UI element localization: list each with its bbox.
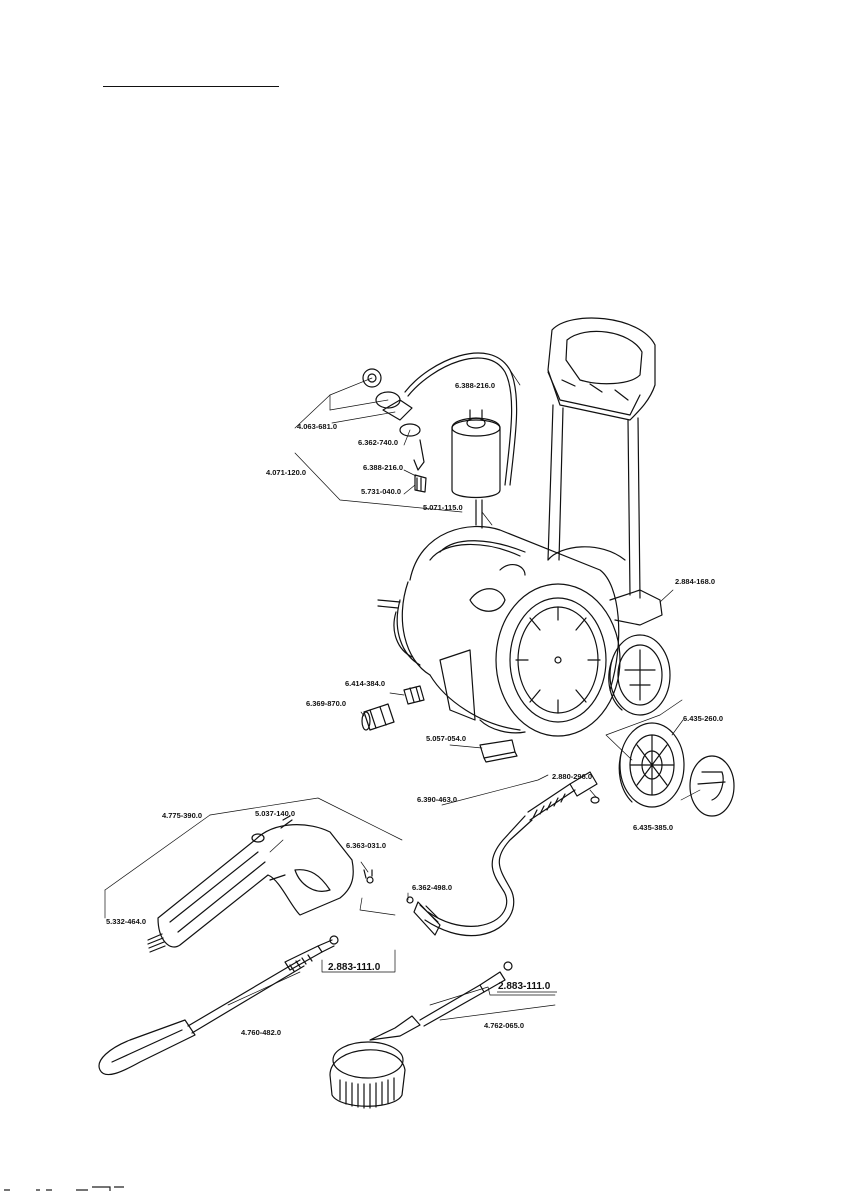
label-hose-small: 6.388-216.0 [363, 463, 403, 472]
label-gun-ring: 6.363-031.0 [346, 841, 386, 850]
label-spring: 5.332-464.0 [106, 917, 146, 926]
wheel-cap [690, 756, 734, 816]
label-o-ring-gun: 6.362-498.0 [412, 883, 452, 892]
label-hose-assembly: 6.390-463.0 [417, 795, 457, 804]
gun-ring [364, 870, 373, 883]
label-valve-assembly: 4.063-681.0 [297, 422, 337, 431]
label-gun: 4.775-390.0 [162, 811, 202, 820]
label-side-connector: 2.884-168.0 [675, 577, 715, 586]
gun-spring [148, 934, 165, 952]
label-seal-lance: 2.883-111.0 [328, 962, 381, 973]
block-part [480, 740, 517, 762]
footer-marks [0, 1184, 160, 1191]
label-seal-brush: 2.883-111.0 [498, 981, 551, 992]
wheel-mounted [609, 635, 670, 715]
label-o-ring-hose: 2.880-296.0 [552, 772, 592, 781]
label-wheel: 6.435-260.0 [683, 714, 723, 723]
nipple-connector [404, 686, 424, 704]
coupling-connector [362, 704, 394, 730]
label-brush: 4.762-065.0 [484, 1021, 524, 1030]
wheel-loose [619, 723, 684, 807]
label-block: 5.057-054.0 [426, 734, 466, 743]
label-filter: 5.731-040.0 [361, 487, 401, 496]
label-hose-top: 6.388-216.0 [455, 381, 495, 390]
wash-brush [330, 962, 512, 1108]
spray-gun [158, 816, 353, 947]
label-valve-small: 6.362-740.0 [358, 438, 398, 447]
label-wheel-cap: 6.435-385.0 [633, 823, 673, 832]
label-detergent-unit: 4.071-120.0 [266, 468, 306, 477]
label-gun-clip: 5.037-140.0 [255, 809, 295, 818]
label-bottle: 5.071-115.0 [423, 503, 463, 512]
lance [99, 936, 338, 1075]
label-nipple: 6.414-384.0 [345, 679, 385, 688]
label-lance: 4.760-482.0 [241, 1028, 281, 1037]
o-ring-hose [591, 797, 599, 803]
label-coupling: 6.369-870.0 [306, 699, 346, 708]
